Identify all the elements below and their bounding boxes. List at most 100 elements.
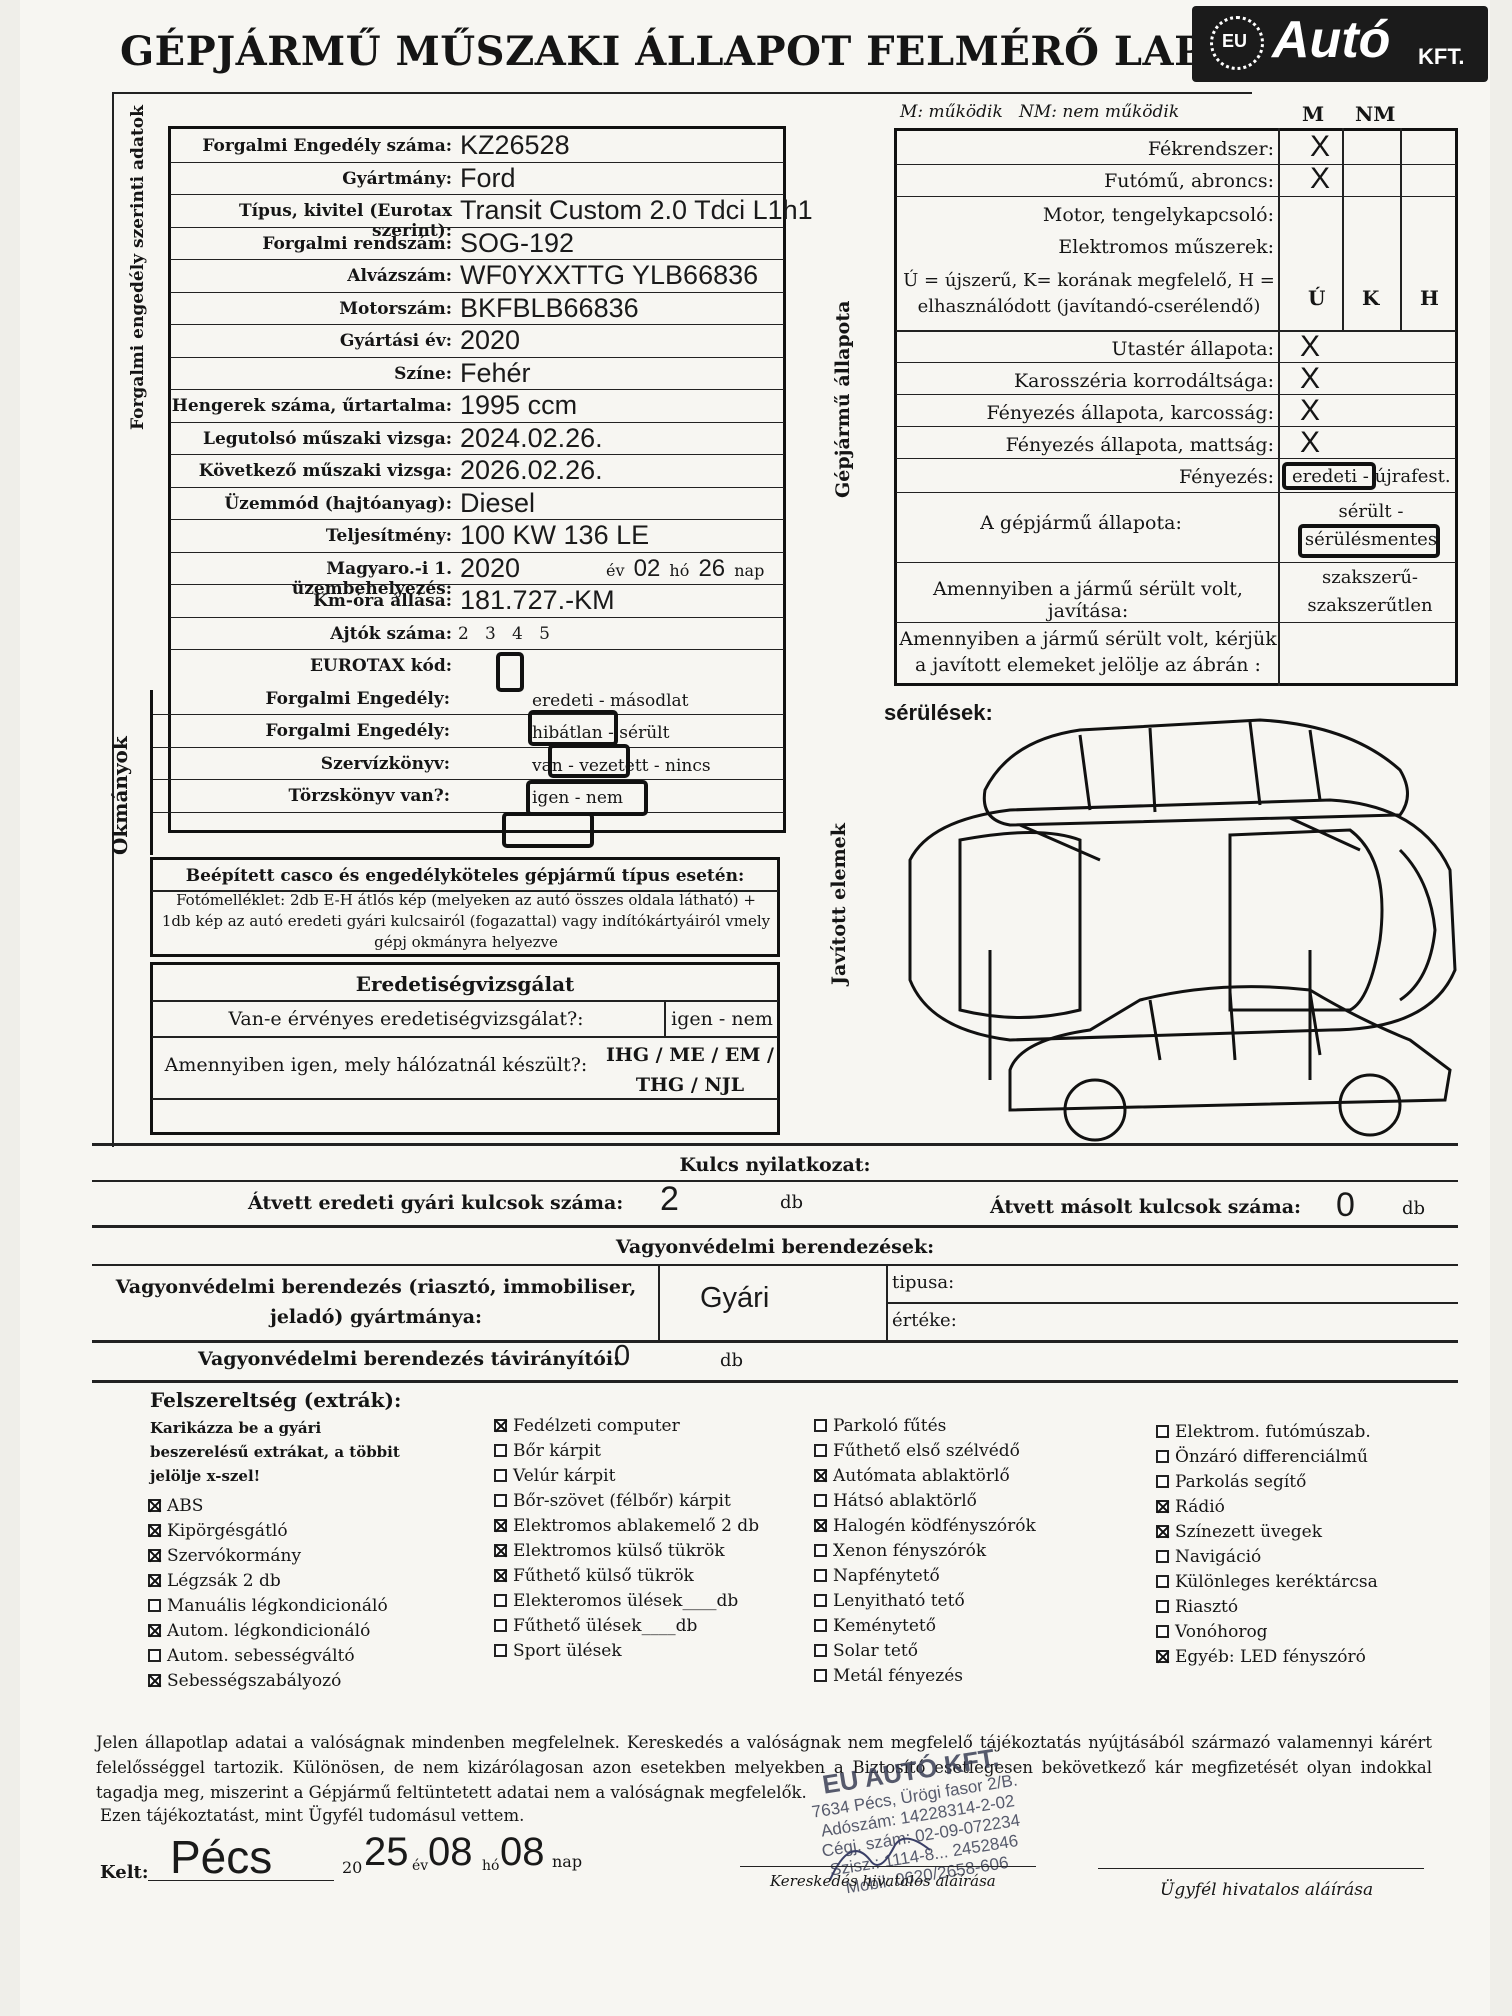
status-label: Elektromos műszerek: xyxy=(1058,236,1274,258)
checkbox[interactable] xyxy=(494,1594,507,1607)
extra-item[interactable]: Rádió xyxy=(1156,1495,1378,1520)
checkbox[interactable] xyxy=(814,1669,827,1682)
extra-item[interactable]: Keménytető xyxy=(814,1614,1036,1639)
checkbox[interactable] xyxy=(494,1569,507,1582)
checkbox[interactable] xyxy=(148,1574,161,1587)
checkbox[interactable] xyxy=(814,1419,827,1432)
extra-item[interactable]: Elektromos külső tükrök xyxy=(494,1539,759,1564)
checkbox[interactable] xyxy=(1156,1450,1169,1463)
checkbox[interactable] xyxy=(494,1519,507,1532)
checkbox[interactable] xyxy=(1156,1525,1169,1538)
extra-item[interactable]: Vonóhorog xyxy=(1156,1620,1378,1645)
extra-item[interactable]: Elekteromos ülések____db xyxy=(494,1589,759,1614)
extra-item[interactable]: Különleges keréktárcsa xyxy=(1156,1570,1378,1595)
kelt-place: Pécs xyxy=(170,1831,273,1883)
checkbox[interactable] xyxy=(814,1594,827,1607)
extra-item[interactable]: Bőr kárpit xyxy=(494,1439,759,1464)
extra-item[interactable]: Bőr-szövet (félbőr) kárpit xyxy=(494,1489,759,1514)
extra-item[interactable]: Sport ülések xyxy=(494,1639,759,1664)
checkbox[interactable] xyxy=(1156,1650,1169,1663)
checkbox[interactable] xyxy=(1156,1475,1169,1488)
extra-item[interactable]: Sebességszabályozó xyxy=(148,1669,388,1694)
checkbox[interactable] xyxy=(494,1469,507,1482)
checkbox[interactable] xyxy=(1156,1425,1169,1438)
extra-item[interactable]: Riasztó xyxy=(1156,1595,1378,1620)
extra-item[interactable]: Metál fényezés xyxy=(814,1664,1036,1689)
checkbox[interactable] xyxy=(814,1444,827,1457)
extra-item[interactable]: Velúr kárpit xyxy=(494,1464,759,1489)
vehicle-row: Gyártmány:Ford xyxy=(170,163,784,195)
extra-item[interactable]: Fedélzeti computer xyxy=(494,1414,759,1439)
extra-item[interactable]: Fűthető ülések____db xyxy=(494,1614,759,1639)
vehicle-row: Km-óra állása:181.727.-KM xyxy=(170,585,784,618)
extras-instructions: Karikázza be a gyári beszerelésű extráka… xyxy=(150,1419,400,1485)
checkbox[interactable] xyxy=(814,1469,827,1482)
extra-item[interactable]: Autómata ablaktörlő xyxy=(814,1464,1036,1489)
vehicle-field-value: 100 KW 136 LE xyxy=(460,520,650,550)
checkbox[interactable] xyxy=(1156,1625,1169,1638)
checkbox[interactable] xyxy=(1156,1600,1169,1613)
vehicle-field-value: KZ26528 xyxy=(460,130,570,160)
extra-item[interactable]: Szervókormány xyxy=(148,1544,388,1569)
vehicle-field-value: SOG-192 xyxy=(460,227,575,258)
kelt-nap-label: nap xyxy=(552,1852,583,1871)
extra-item[interactable]: Navigáció xyxy=(1156,1545,1378,1570)
checkbox[interactable] xyxy=(148,1674,161,1687)
checkbox[interactable] xyxy=(494,1544,507,1557)
checkbox[interactable] xyxy=(148,1624,161,1637)
extra-item[interactable]: Elektromos ablakemelő 2 db xyxy=(494,1514,759,1539)
checkbox[interactable] xyxy=(814,1519,827,1532)
checkbox[interactable] xyxy=(814,1569,827,1582)
extra-item[interactable]: Színezett üvegek xyxy=(1156,1520,1378,1545)
checkbox[interactable] xyxy=(494,1494,507,1507)
vehicle-field-label: Gyártmány: xyxy=(342,168,452,189)
extra-label: Autom. légkondicionáló xyxy=(167,1621,371,1641)
extra-item[interactable]: Hátsó ablaktörlő xyxy=(814,1489,1036,1514)
originality-network-question: Amennyiben igen, mely hálózatnál készült… xyxy=(164,1054,588,1076)
declaration-text: Jelen állapotlap adatai a valóságnak min… xyxy=(96,1733,1432,1802)
extra-item[interactable]: Autom. sebességváltó xyxy=(148,1644,388,1669)
checkbox[interactable] xyxy=(148,1524,161,1537)
checkbox[interactable] xyxy=(148,1549,161,1562)
extra-item[interactable]: Egyéb: LED fényszóró xyxy=(1156,1645,1378,1670)
remote-unit: db xyxy=(720,1350,744,1371)
checkbox[interactable] xyxy=(814,1544,827,1557)
extra-label: Fűthető ülések____db xyxy=(513,1616,698,1636)
checkbox[interactable] xyxy=(494,1419,507,1432)
extra-item[interactable]: Manuális légkondicionáló xyxy=(148,1594,388,1619)
extra-item[interactable]: Lenyitható tető xyxy=(814,1589,1036,1614)
checkbox[interactable] xyxy=(148,1649,161,1662)
extra-item[interactable]: Halogén ködfényszórók xyxy=(814,1514,1036,1539)
extra-item[interactable]: Kipörgésgátló xyxy=(148,1519,388,1544)
checkbox[interactable] xyxy=(814,1644,827,1657)
checkbox[interactable] xyxy=(148,1499,161,1512)
vehicle-row: Hengerek száma, űrtartalma:1995 ccm xyxy=(170,390,784,423)
extra-item[interactable]: Napfénytető xyxy=(814,1564,1036,1589)
status-mark: X xyxy=(1310,130,1331,163)
extra-item[interactable]: Parkoló fűtés xyxy=(814,1414,1036,1439)
checkbox[interactable] xyxy=(1156,1550,1169,1563)
extra-item[interactable]: Autom. légkondicionáló xyxy=(148,1619,388,1644)
checkbox[interactable] xyxy=(494,1619,507,1632)
extra-item[interactable]: ABS xyxy=(148,1494,388,1519)
checkbox[interactable] xyxy=(148,1599,161,1612)
checkbox[interactable] xyxy=(494,1644,507,1657)
vehicle-field-label: Forgalmi rendszám: xyxy=(262,233,452,254)
checkbox[interactable] xyxy=(494,1444,507,1457)
extra-item[interactable]: Fűthető első szélvédő xyxy=(814,1439,1036,1464)
document-label: Forgalmi Engedély: xyxy=(265,721,451,741)
checkbox[interactable] xyxy=(814,1619,827,1632)
extra-item[interactable]: Parkolás segítő xyxy=(1156,1470,1378,1495)
copy-keys-value: 0 xyxy=(1336,1186,1355,1224)
extra-item[interactable]: Önzáró differenciálmű xyxy=(1156,1445,1378,1470)
vehicle-row: Üzemmód (hajtóanyag):Diesel xyxy=(170,488,784,520)
extra-item[interactable]: Xenon fényszórók xyxy=(814,1539,1036,1564)
checkbox[interactable] xyxy=(1156,1500,1169,1513)
checkbox[interactable] xyxy=(814,1494,827,1507)
extra-item[interactable]: Elektrom. futómúszab. xyxy=(1156,1420,1378,1445)
side-label-vehicle-status: Gépjármű állapota xyxy=(832,300,854,498)
extra-item[interactable]: Fűthető külső tükrök xyxy=(494,1564,759,1589)
checkbox[interactable] xyxy=(1156,1575,1169,1588)
extra-item[interactable]: Solar tető xyxy=(814,1639,1036,1664)
extra-item[interactable]: Légzsák 2 db xyxy=(148,1569,388,1594)
